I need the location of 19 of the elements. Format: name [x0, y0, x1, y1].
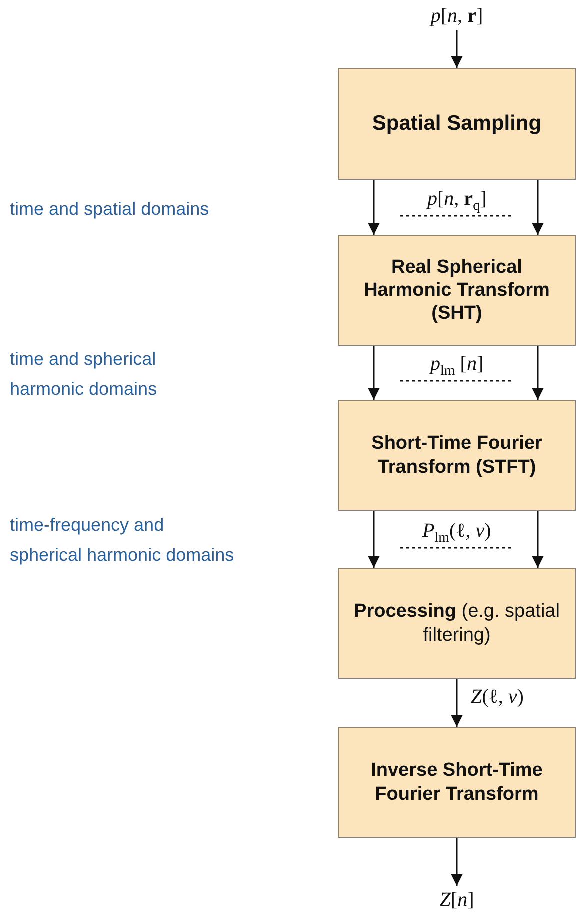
arrow: [368, 180, 380, 235]
process-box: Short-Time Fourier Transform (STFT): [338, 400, 576, 511]
arrow: [532, 511, 544, 568]
arrow: [368, 346, 380, 400]
arrow: [368, 511, 380, 568]
arrow: [532, 180, 544, 235]
domain-note: time-frequency and spherical harmonic domains: [10, 514, 236, 567]
arrow: [451, 30, 463, 68]
arrow: [451, 679, 463, 727]
domain-note: time and spatial domains: [10, 198, 210, 221]
domain-note: time and spherical harmonic domains: [10, 348, 158, 401]
process-box: Spatial Sampling: [338, 68, 576, 180]
arrow: [451, 838, 463, 886]
process-box: Processing (e.g. spatial filtering): [338, 568, 576, 679]
signal-label: p[n, r]: [407, 2, 507, 30]
signal-label: Z[n]: [407, 886, 507, 914]
arrow: [532, 346, 544, 400]
process-box: Real Spherical Harmonic Transform (SHT): [338, 235, 576, 346]
process-box: Inverse Short-Time Fourier Transform: [338, 727, 576, 838]
